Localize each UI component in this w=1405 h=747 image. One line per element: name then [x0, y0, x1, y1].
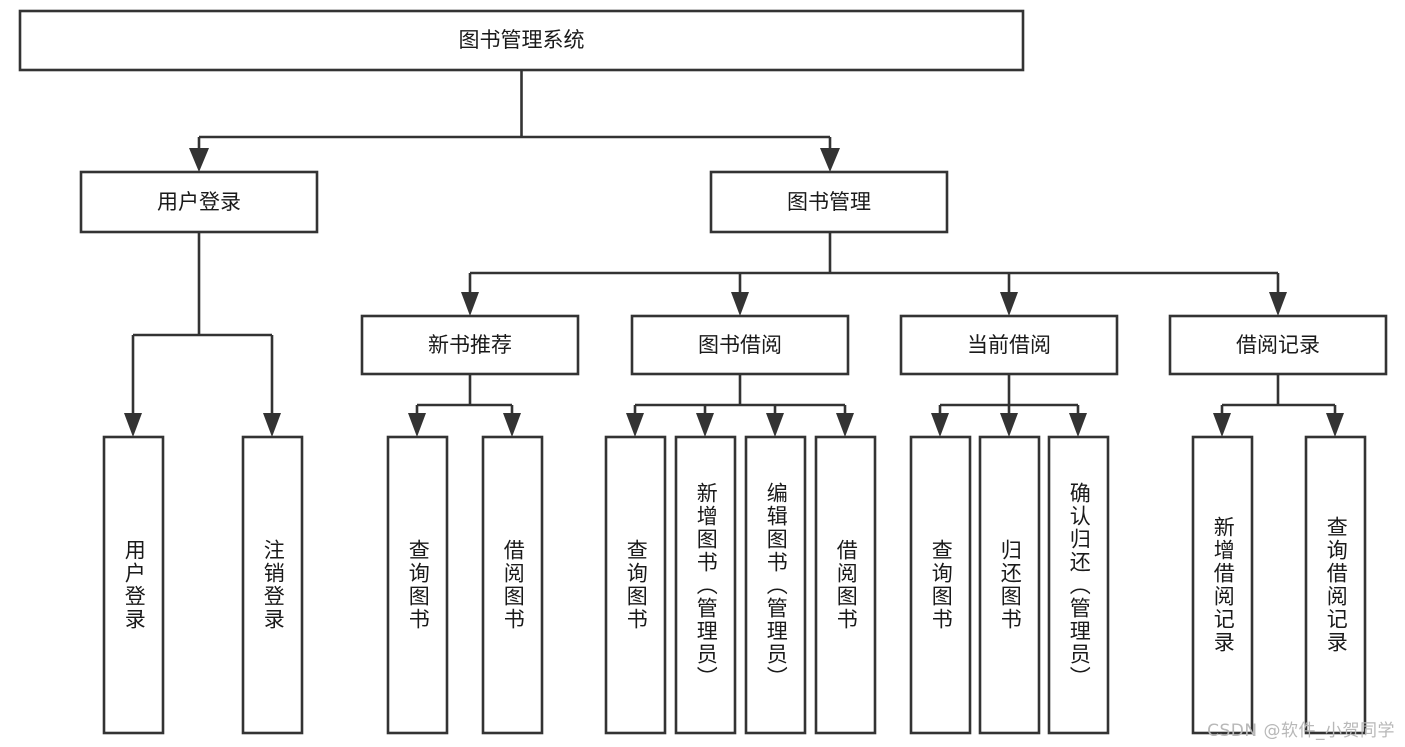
arrowhead-leaf-10 — [1000, 413, 1018, 437]
node-borrow-record-box[interactable] — [1168, 314, 1388, 376]
node-leaf-box-5[interactable] — [604, 435, 667, 735]
watermark-text: CSDN @软件_小贺同学 — [1207, 721, 1395, 741]
arrowhead-user-login — [189, 148, 209, 172]
node-borrow-record-label: 借阅记录 — [1236, 333, 1320, 357]
arrowhead-current-borrow — [1000, 292, 1018, 316]
arrowhead-leaf-13 — [1326, 413, 1344, 437]
node-layer: 图书管理系统 用户登录 图书管理 新书推荐 图书借阅 当前借阅 借阅记录 — [18, 9, 1388, 735]
arrowhead-leaf-9 — [931, 413, 949, 437]
arrowhead-leaf-2 — [263, 413, 281, 437]
node-new-book-box[interactable] — [360, 314, 580, 376]
arrowhead-book-borrow — [731, 292, 749, 316]
node-book-manage-box[interactable] — [709, 170, 949, 234]
arrowhead-book-manage — [820, 148, 840, 172]
node-new-book-label: 新书推荐 — [428, 333, 512, 357]
node-book-borrow-label: 图书借阅 — [698, 333, 782, 357]
node-leaf-box-6[interactable] — [674, 435, 737, 735]
arrowhead-leaf-12 — [1213, 413, 1231, 437]
node-leaf-box-1[interactable] — [102, 435, 165, 735]
node-leaf-box-8[interactable] — [814, 435, 877, 735]
node-leaf-box-11[interactable] — [1047, 435, 1110, 735]
node-leaf-box-12[interactable] — [1191, 435, 1254, 735]
arrowhead-new-book — [461, 292, 479, 316]
arrowhead-layer — [124, 148, 1344, 437]
arrowhead-leaf-1 — [124, 413, 142, 437]
node-user-login-box[interactable] — [79, 170, 319, 234]
node-leaf-box-4[interactable] — [481, 435, 544, 735]
arrowhead-borrow-record — [1269, 292, 1287, 316]
node-leaf-box-9[interactable] — [909, 435, 972, 735]
arrowhead-leaf-5 — [626, 413, 644, 437]
node-leaf-box-2[interactable] — [241, 435, 304, 735]
node-leaf-box-10[interactable] — [978, 435, 1041, 735]
node-leaf-box-13[interactable] — [1304, 435, 1367, 735]
arrowhead-leaf-6 — [696, 413, 714, 437]
node-book-borrow-box[interactable] — [630, 314, 850, 376]
node-user-login-label: 用户登录 — [157, 190, 241, 214]
node-leaf-box-7[interactable] — [744, 435, 807, 735]
node-root-label: 图书管理系统 — [459, 28, 585, 52]
node-leaf-box-3[interactable] — [386, 435, 449, 735]
arrowhead-leaf-7 — [766, 413, 784, 437]
node-root-box[interactable] — [18, 9, 1025, 72]
arrowhead-leaf-4 — [503, 413, 521, 437]
arrowhead-leaf-8 — [836, 413, 854, 437]
arrowhead-leaf-3 — [408, 413, 426, 437]
node-current-borrow-box[interactable] — [899, 314, 1119, 376]
node-current-borrow-label: 当前借阅 — [967, 333, 1051, 357]
arrowhead-leaf-11 — [1069, 413, 1087, 437]
node-book-manage-label: 图书管理 — [787, 190, 871, 214]
